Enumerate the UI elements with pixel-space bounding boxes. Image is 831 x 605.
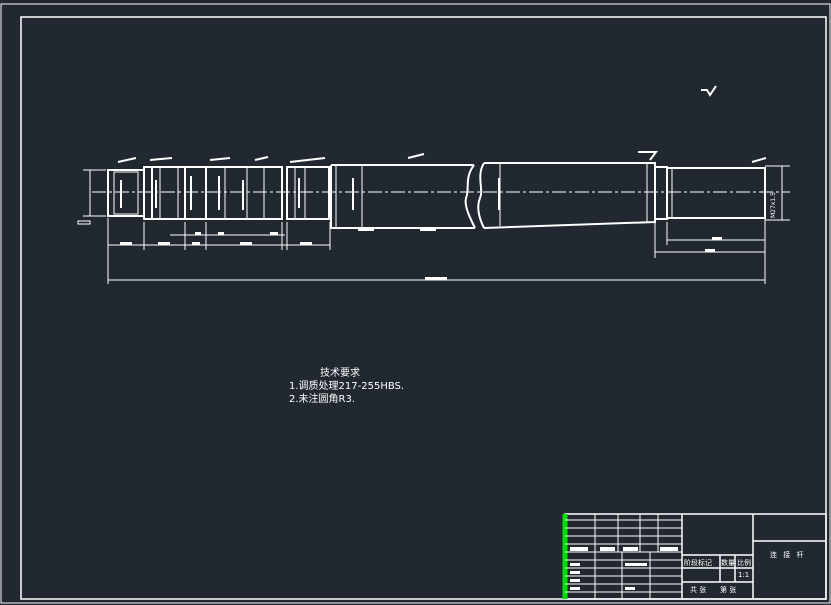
weight-label: 数量 <box>721 559 735 567</box>
sheet-outer-border <box>0 3 831 604</box>
notes-line-1: 1.调质处理217-255HBS. <box>289 381 405 392</box>
sheets-total: 共 张 <box>690 586 707 594</box>
stage-mark-label: 阶段标记 <box>684 559 712 567</box>
dimension-labels <box>120 176 722 280</box>
thread-dimension-label: M27x1.5 <box>770 192 777 218</box>
scale-value: 1:1 <box>738 571 750 579</box>
leader-marks <box>117 151 767 163</box>
part-name: 连 接 杆 <box>770 551 806 559</box>
title-block <box>562 513 827 600</box>
roughness-symbol <box>701 85 717 97</box>
scale-label: 比例 <box>737 559 751 567</box>
notes-line-2: 2.未注圆角R3. <box>289 394 356 405</box>
shaft-outline <box>107 162 766 229</box>
title-block-labels <box>570 547 678 590</box>
sheet-number: 第 张 <box>720 586 737 594</box>
notes-title: 技术要求 <box>320 368 360 379</box>
sheet-inner-border <box>20 16 827 600</box>
